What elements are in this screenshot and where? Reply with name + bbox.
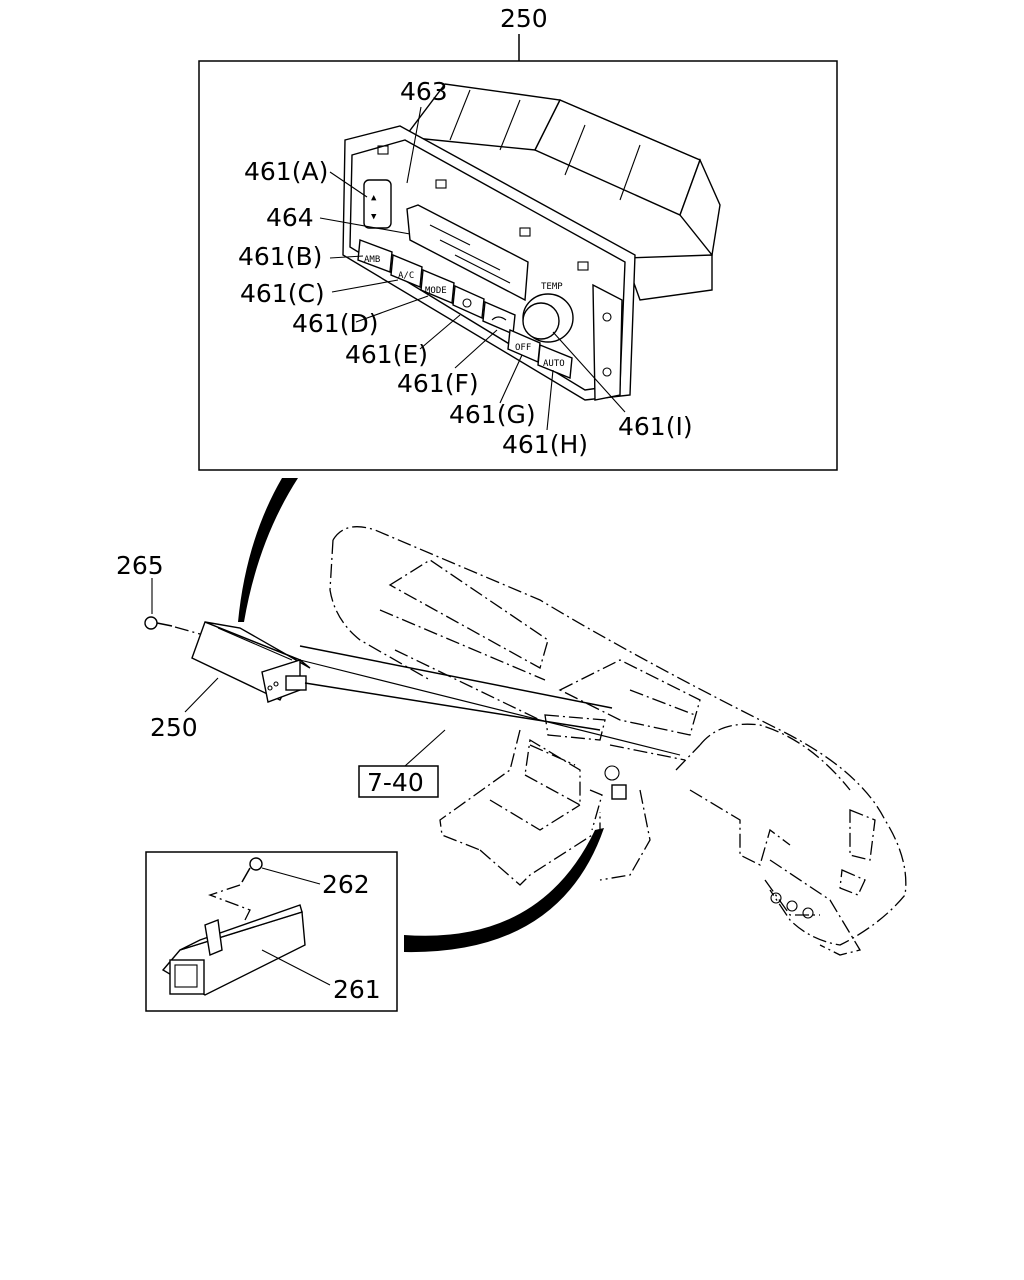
callout-265: 265 [116,551,164,580]
button-461E [452,284,485,320]
knob-461I-temp: TEMP [522,282,574,343]
button-461B-amb: AMB [357,239,393,273]
callout-464: 464 [266,203,314,232]
arrow-detail-bottom [404,828,604,953]
button-461A: ▲ ▼ [363,179,392,229]
svg-text:▼: ▼ [371,212,377,222]
svg-text:7-40: 7-40 [367,768,424,797]
detail-box-bracket: 262 261 [145,851,398,1012]
recirculation-icon [462,298,472,308]
svg-text:AUTO: AUTO [543,359,565,369]
callout-250-bottom: 250 [150,713,198,742]
svg-text:AMB: AMB [364,255,380,265]
callout-461A: 461(A) [244,157,328,186]
svg-text:OFF: OFF [515,343,531,353]
button-461C-ac: A/C [390,253,423,289]
callout-262: 262 [322,870,370,899]
control-unit-housing [403,83,721,301]
button-461D-mode: MODE [420,268,455,305]
svg-text:A/C: A/C [398,271,414,281]
button-461H-auto: AUTO [537,343,573,380]
defrost-icon [491,316,507,321]
callout-461B: 461(B) [238,242,322,271]
callout-461F: 461(F) [397,369,479,398]
callout-461D: 461(D) [292,309,378,338]
detail-box-climate-control: 250 [198,4,838,471]
small-unit-250 [191,621,311,703]
screw-262 [208,857,263,921]
reference-box-7-40: 7-40 [358,729,446,798]
callout-461C: 461(C) [240,279,325,308]
bracket-261 [161,904,306,996]
svg-text:TEMP: TEMP [541,282,563,292]
callout-261: 261 [333,975,381,1004]
svg-text:▲: ▲ [371,193,377,203]
callout-461G: 461(G) [449,400,536,429]
instrument-panel [329,526,907,956]
arrow-detail-top [238,478,298,622]
callout-463: 463 [400,77,448,106]
callout-250-top: 250 [500,4,548,33]
screw-265 [144,578,201,635]
callout-461H: 461(H) [502,430,588,459]
svg-text:MODE: MODE [425,286,447,296]
display-464 [406,204,529,302]
callout-461E: 461(E) [345,340,428,369]
callout-461I: 461(I) [618,412,693,441]
